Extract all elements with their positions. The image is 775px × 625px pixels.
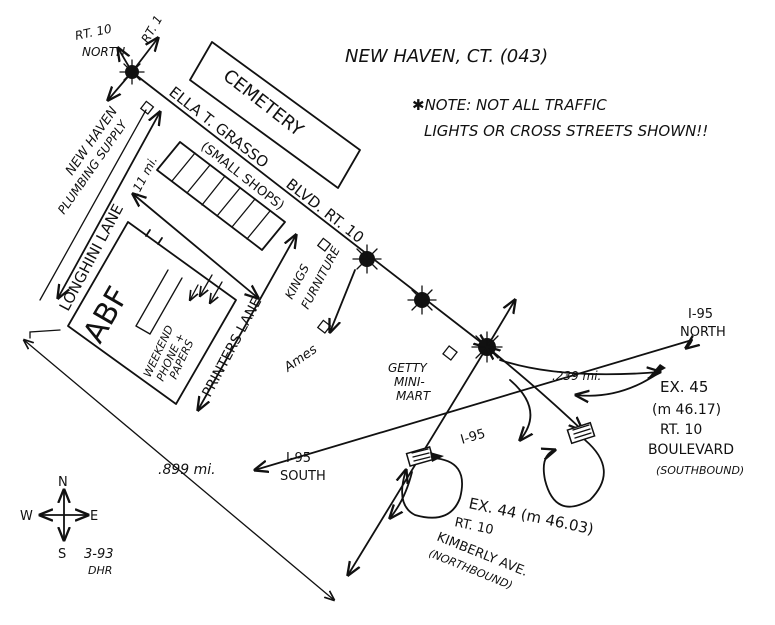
i95-south-label-1: I-95 [286,451,311,466]
access-road [330,269,356,332]
exit-45-ramps [487,347,666,508]
longhini-lane [58,112,160,298]
dist-899-label: .899 mi. [158,462,216,478]
date-label: 3-93 [84,547,114,562]
i95-north-label-1: I-95 [688,307,713,322]
getty-label-1: GETTY [388,361,429,375]
i95-mid-label: I-95 [459,427,487,448]
ex45-label-3: RT. 10 [660,422,702,438]
cemetery-block [189,41,361,189]
compass-rose [40,490,88,540]
compass-w: W [20,509,33,524]
compass-e: E [90,509,98,524]
plumbing-supply-marker [139,100,155,115]
dist-239-label: .239 mi. [552,369,601,383]
getty-marker [442,345,458,361]
ex45-label-2: (m 46.17) [652,402,721,418]
ames-label: Ames [281,342,320,376]
i95-south-label-2: SOUTH [280,469,326,484]
getty-label-2: MINI- [394,375,425,389]
rt10-north-label-2: NORTH [82,45,125,59]
i95-highway [255,340,692,470]
traffic-light-icon [407,285,437,315]
i95-north-label-2: NORTH [680,325,726,340]
traffic-light-icon [352,244,382,274]
note-line-1: ✱NOTE: NOT ALL TRAFFIC [412,96,607,114]
ex45-label-1: EX. 45 [660,378,708,396]
kings-furniture-marker [316,237,332,252]
exit-44-ramps [390,446,463,518]
rt10-north-label: RT. 10 [74,21,114,42]
compass-n: N [58,475,68,490]
traffic-light-icon [119,59,145,85]
dist-899-line [24,340,334,600]
cross-aisle [133,194,258,298]
ex44-label-2: RT. 10 [453,515,495,538]
compass-s: S [58,547,66,562]
note-line-2: LIGHTS OR CROSS STREETS SHOWN!! [424,122,708,140]
rt1-label: RT. 1 [138,13,165,46]
getty-label-3: MART [396,389,432,403]
initials-label: DHR [88,564,112,577]
ames-marker [316,319,332,334]
map-title: NEW HAVEN, CT. (043) [345,46,548,67]
ex45-label-4: BOULEVARD [648,442,734,458]
ex45-label-5: (SOUTHBOUND) [656,464,744,477]
